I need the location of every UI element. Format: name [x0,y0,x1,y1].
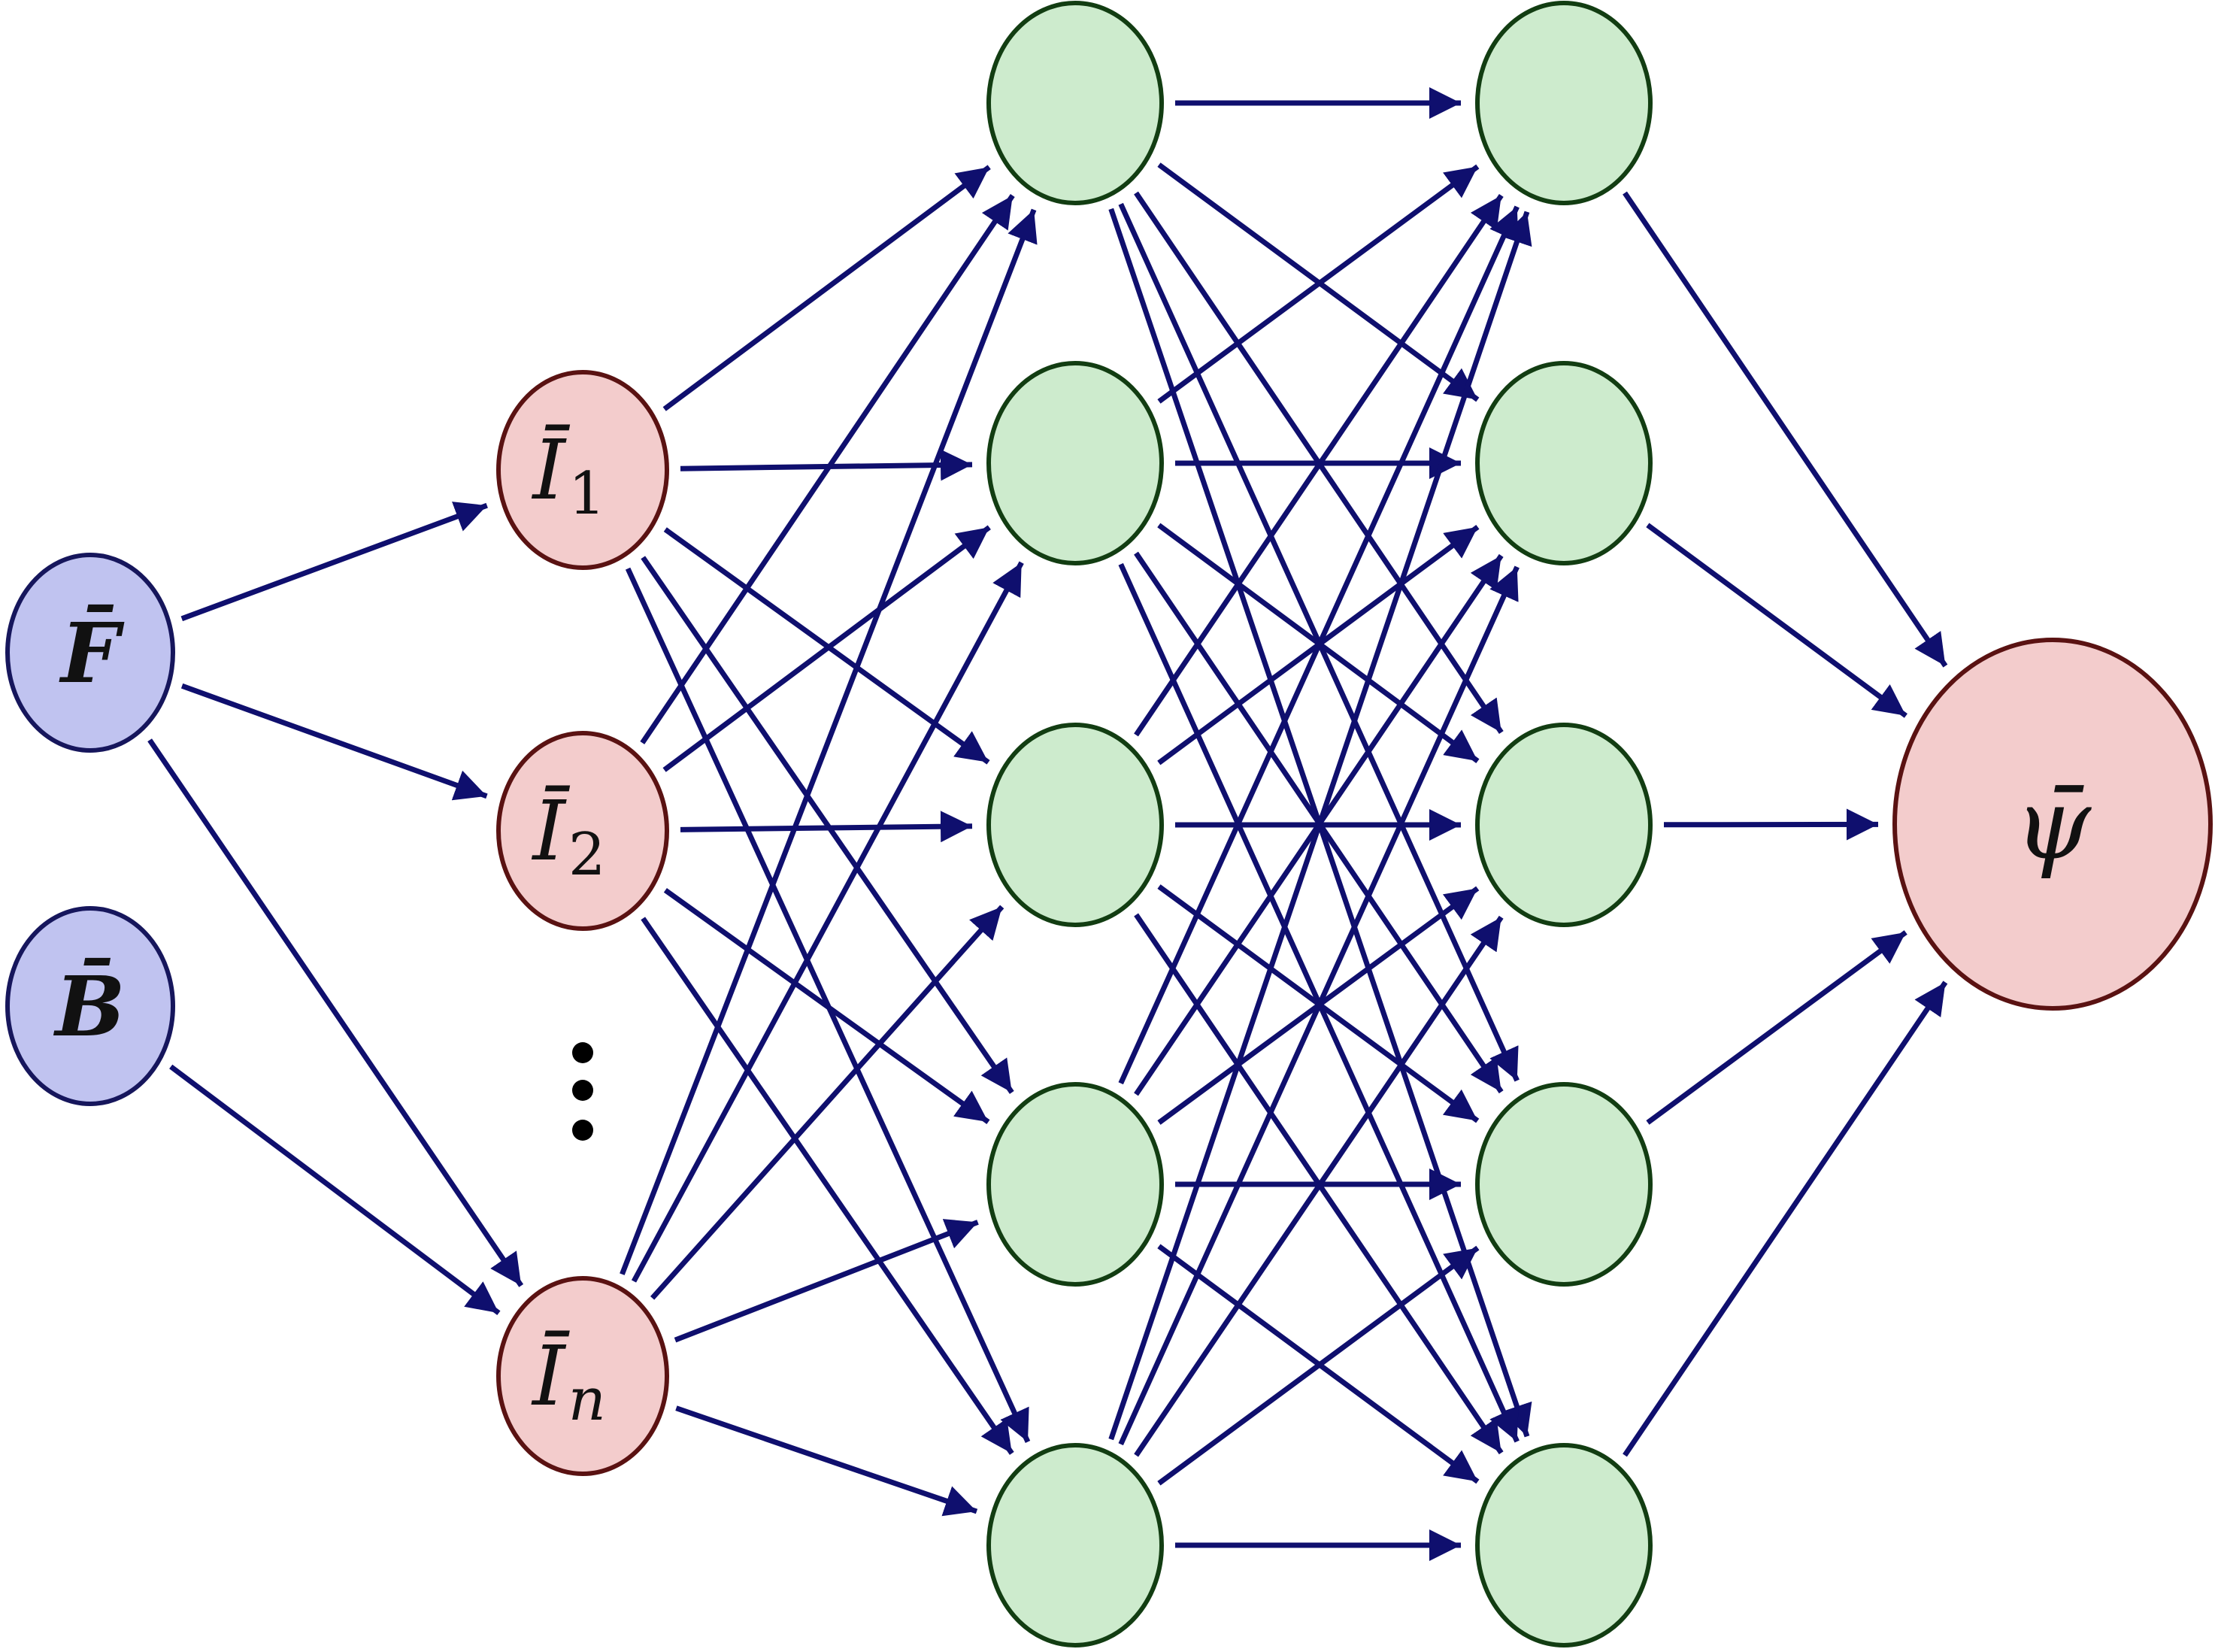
edges-layer [147,87,1948,1561]
edge-h1_1-to-h2_0 [1157,164,1480,404]
node-h1-4 [986,1443,1164,1647]
node-F: F̄ [5,553,175,753]
node-label-psi: ψ̄ [2014,767,2092,881]
node-label-b: B̄ [53,956,126,1054]
edge-I1-to-h1_0 [662,165,991,411]
node-circle [986,1443,1164,1647]
edge-In-to-h1_0 [620,208,1038,1275]
edge-h2_4-to-psi [1623,981,1948,1457]
node-h1-3 [986,1082,1164,1287]
node-circle [1475,361,1653,565]
edge-h2_0-to-psi [1623,191,1948,668]
edge-F-to-I2 [180,683,488,801]
node-h2-1 [1475,361,1653,565]
node-label-i2: Ī2 [531,783,605,889]
node-h2-4 [1475,1443,1653,1647]
node-h2-3 [1475,1082,1653,1287]
node-h2-2 [1475,723,1653,927]
edge-h1_3-to-h2_0 [1118,205,1520,1085]
edge-B-to-In [169,1064,501,1315]
edge-I2-to-h1_0 [640,194,1015,744]
node-circle [1475,1443,1653,1647]
node-psi: ψ̄ [1892,638,2213,1011]
node-circle [496,731,669,931]
ellipsis-dot-2 [572,1080,593,1101]
node-h1-1 [986,361,1164,565]
edge-I2-to-h1_4 [641,917,1014,1455]
node-circle [5,553,175,753]
ellipsis-dot-1 [572,1042,593,1063]
edge-h1_4-to-h2_3 [1157,1245,1480,1486]
node-circle [496,1276,669,1476]
node-h2-0 [1475,1,1653,205]
edge-In-to-h1_2 [650,905,1004,1300]
node-circle [986,361,1164,565]
node-label-in: Īn [531,1328,606,1434]
edge-In-to-h1_4 [675,1405,978,1517]
node-circle [1475,1082,1653,1287]
node-circle [1475,723,1653,927]
node-circle [1475,1,1653,205]
node-h1-2 [986,723,1164,927]
node-circle [986,1082,1164,1287]
node-In: Īn [496,1276,669,1476]
node-I2: Ī2 [496,731,669,931]
edge-In-to-h1_3 [674,1219,979,1343]
node-I1: Ī1 [496,370,669,570]
edge-h1_4-to-h2_0 [1108,211,1532,1441]
edge-h1_4-to-h2_2 [1134,915,1504,1457]
node-circle [5,906,175,1106]
edge-In-to-h1_1 [631,561,1024,1283]
ellipsis-dots: ⋮ [572,1042,593,1141]
edge-h2_1-to-psi [1646,523,1907,718]
edge-h1_4-to-h2_1 [1118,565,1520,1446]
edge-I2-to-h1_1 [662,525,991,772]
node-circle [496,370,669,570]
node-B: B̄ [5,906,175,1106]
node-circle [986,1,1164,205]
edge-F-to-In [147,738,524,1287]
edge-I2-to-h1_3 [663,888,990,1124]
node-circle [1892,638,2213,1011]
edge-I2-to-h1_2 [680,811,973,843]
edge-h1_2-to-h2_0 [1134,193,1504,737]
node-label-i1: Ī1 [531,422,605,528]
edge-F-to-I1 [180,502,488,622]
ellipsis-dot-3 [572,1120,593,1141]
node-h1-0 [986,1,1164,205]
edge-h2_3-to-psi [1646,930,1907,1125]
node-circle [986,723,1164,927]
node-label-f: F̄ [59,603,125,701]
